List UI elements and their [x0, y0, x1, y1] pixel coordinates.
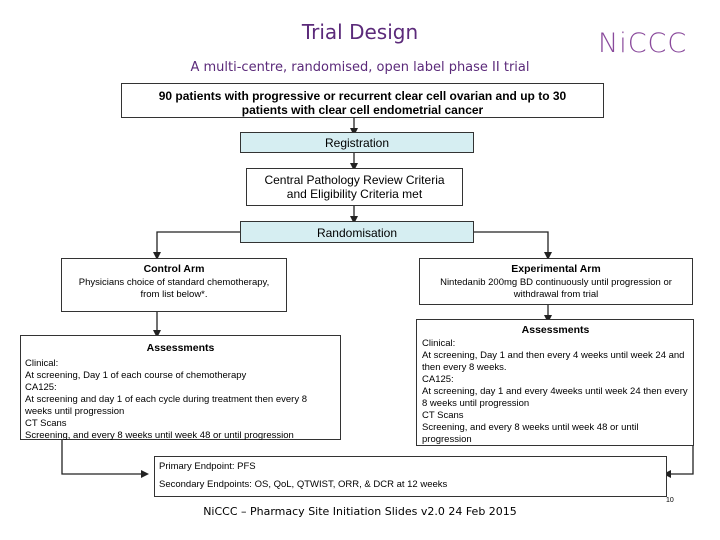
control-assessments-title: Assessments	[146, 342, 215, 354]
experimental-arm-title: Experimental Arm	[511, 263, 601, 275]
primary-endpoint: Primary Endpoint: PFS	[159, 461, 256, 472]
list-item: Screening, and every 8 weeks until week …	[25, 430, 294, 441]
page-title: Trial Design	[301, 20, 419, 44]
niccc-logo: NiCCC	[598, 28, 688, 59]
list-item: At screening, day 1 and every 4weeks unt…	[422, 386, 688, 409]
list-item: Clinical:	[422, 338, 456, 349]
control-assessments-box: Assessments Clinical: At screening, Day …	[20, 335, 341, 442]
footer-text: NiCCC – Pharmacy Site Initiation Slides …	[203, 505, 517, 518]
experimental-assessments-title: Assessments	[521, 324, 590, 336]
list-item: CA125:	[422, 374, 454, 385]
list-item: At screening, Day 1 of each course of ch…	[25, 370, 247, 381]
list-item: At screening and day 1 of each cycle dur…	[25, 394, 307, 417]
randomisation-label: Randomisation	[316, 226, 398, 240]
arrow-randomisation-control	[153, 231, 240, 260]
population-text: 90 patients with progressive or recurren…	[158, 89, 567, 117]
arrow-control-endpoints	[61, 440, 149, 478]
control-arm-description: Physicians choice of standard chemothera…	[78, 277, 270, 300]
control-assessments-list: Clinical: At screening, Day 1 of each co…	[25, 358, 336, 442]
experimental-arm-box: Experimental Arm Nintedanib 200mg BD con…	[419, 258, 693, 305]
control-arm-title: Control Arm	[143, 263, 205, 275]
secondary-endpoints: Secondary Endpoints: OS, QoL, QTWIST, OR…	[159, 479, 448, 490]
randomisation-box: Randomisation	[240, 221, 474, 243]
list-item: Clinical:	[25, 358, 59, 369]
registration-box: Registration	[240, 132, 474, 153]
experimental-arm-description: Nintedanib 200mg BD continuously until p…	[440, 277, 672, 300]
page-subtitle: A multi-centre, randomised, open label p…	[190, 60, 530, 75]
list-item: At screening, Day 1 and then every 4 wee…	[422, 350, 685, 373]
page-number: 10	[666, 497, 674, 504]
population-box: 90 patients with progressive or recurren…	[121, 83, 604, 118]
control-arm-box: Control Arm Physicians choice of standar…	[61, 258, 287, 312]
arrow-randomisation-experimental	[474, 231, 552, 260]
registration-label: Registration	[324, 136, 390, 150]
list-item: Screening, and every 8 weeks until week …	[422, 422, 639, 445]
experimental-assessments-list: Clinical: At screening, Day 1 and then e…	[422, 338, 689, 446]
experimental-assessments-box: Assessments Clinical: At screening, Day …	[416, 319, 694, 446]
list-item: CT Scans	[422, 410, 464, 421]
arrow-experimental-endpoints	[663, 446, 694, 478]
pathology-box: Central Pathology Review Criteria and El…	[246, 168, 463, 206]
list-item: CT Scans	[25, 418, 67, 429]
endpoints-box: Primary Endpoint: PFS Secondary Endpoint…	[154, 456, 667, 497]
list-item: CA125:	[25, 382, 57, 393]
pathology-text: Central Pathology Review Criteria and El…	[264, 173, 445, 201]
